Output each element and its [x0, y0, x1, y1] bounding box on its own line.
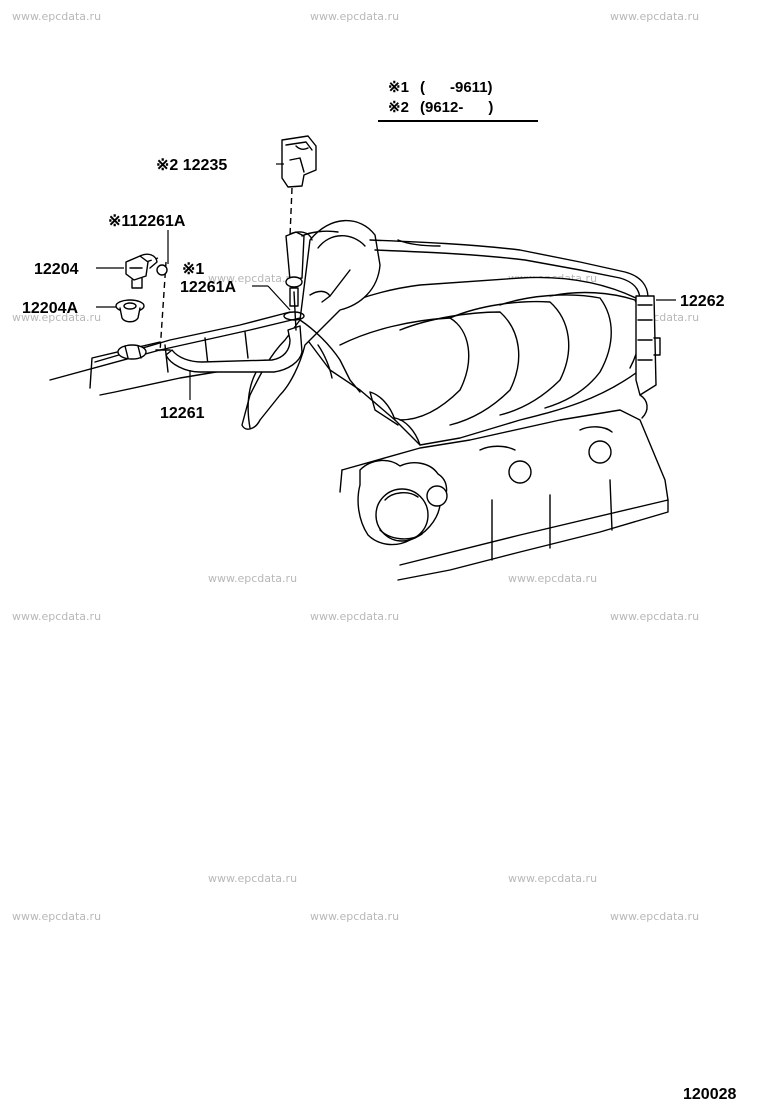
- legend-mark-2: ※2: [388, 99, 409, 116]
- label-12262: 12262: [680, 293, 725, 310]
- label-12204: 12204: [34, 261, 79, 278]
- watermark: www.epcdata.ru: [12, 311, 101, 324]
- part-12204a-grommet: [115, 299, 145, 323]
- engine-illustration: [49, 219, 669, 581]
- watermark: www.epcdata.ru: [208, 572, 297, 585]
- watermark: www.epcdata.ru: [12, 610, 101, 623]
- legend-mark-1: ※1: [388, 79, 409, 96]
- watermark: www.epcdata.ru: [208, 272, 297, 285]
- leader-lines: [96, 163, 676, 400]
- callout-labels: ※2 12235 ※112261A 12204 12204A ※1 12261A…: [22, 157, 725, 422]
- legend-range-1: ( -9611): [420, 79, 493, 96]
- watermark: www.epcdata.ru: [508, 572, 597, 585]
- figure-number: 120028: [683, 1086, 736, 1103]
- watermark: www.epcdata.ru: [12, 910, 101, 923]
- watermark: www.epcdata.ru: [208, 872, 297, 885]
- label-12261a-mid: 12261A: [180, 279, 236, 296]
- watermark: www.epcdata.ru: [610, 610, 699, 623]
- watermark: www.epcdata.ru: [310, 10, 399, 23]
- label-12204a: 12204A: [22, 300, 78, 317]
- watermark: www.epcdata.ru: [610, 910, 699, 923]
- label-12261a-top: ※112261A: [108, 213, 186, 230]
- part-12204-pcv-valve: [125, 253, 168, 289]
- legend-range-2: (9612- ): [420, 99, 493, 116]
- watermark: www.epcdata.ru: [12, 10, 101, 23]
- part-12235-vsv: [281, 135, 317, 188]
- legend-box: ※1 ( -9611) ※2 (9612- ): [378, 79, 538, 122]
- watermark: www.epcdata.ru: [610, 10, 699, 23]
- label-12261: 12261: [160, 405, 205, 422]
- hose-lines: [145, 187, 339, 373]
- watermark: www.epcdata.ru: [310, 610, 399, 623]
- watermark: www.epcdata.ru: [310, 910, 399, 923]
- label-12235: ※2 12235: [156, 157, 227, 174]
- watermark: www.epcdata.ru: [508, 872, 597, 885]
- label-12261a-mark: ※1: [182, 261, 204, 278]
